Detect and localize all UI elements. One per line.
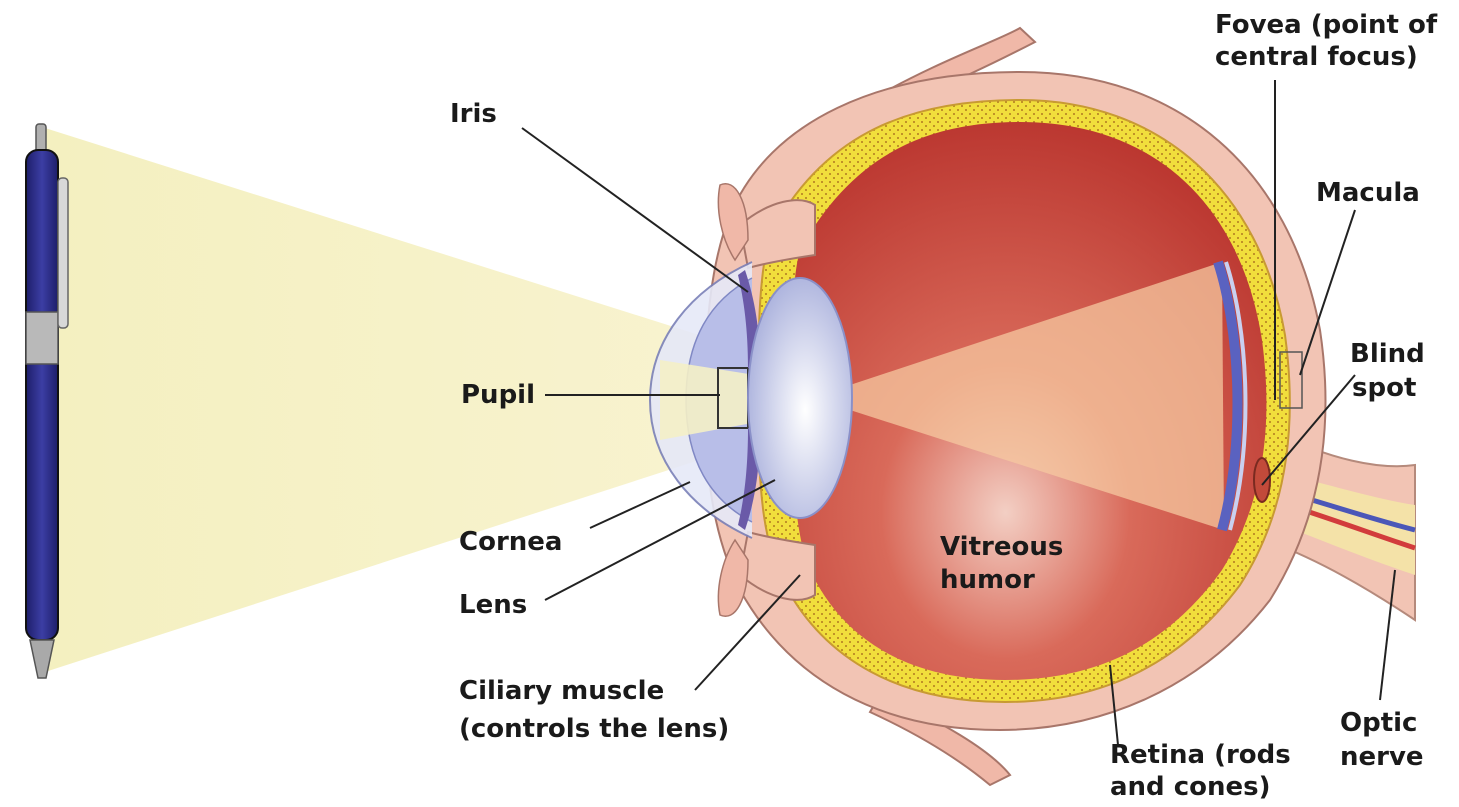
lens-label: Lens — [459, 588, 527, 622]
pupil-label: Pupil — [461, 378, 535, 412]
blind-spot-disc — [1254, 458, 1270, 502]
blind-spot-label-line1: Blind — [1350, 337, 1425, 371]
optic-nerve-label-line2: nerve — [1340, 740, 1424, 774]
retina-label-line1: Retina (rods — [1110, 738, 1291, 772]
ciliary-label-line2: (controls the lens) — [459, 712, 729, 746]
fovea-label-line2: central focus) — [1215, 40, 1418, 74]
lens — [748, 278, 852, 518]
blind-spot-label-line2: spot — [1352, 371, 1416, 405]
optic-nerve-label-line1: Optic — [1340, 706, 1417, 740]
light-cone — [45, 128, 715, 672]
cornea-label: Cornea — [459, 525, 562, 559]
ciliary-label-line1: Ciliary muscle — [459, 674, 664, 708]
retina-label-line2: and cones) — [1110, 770, 1271, 804]
vitreous-label-line1: Vitreous — [940, 530, 1063, 564]
iris-label: Iris — [450, 97, 497, 131]
fovea-label-line1: Fovea (point of — [1215, 8, 1437, 42]
vitreous-label-line2: humor — [940, 563, 1035, 597]
macula-label: Macula — [1316, 176, 1420, 210]
